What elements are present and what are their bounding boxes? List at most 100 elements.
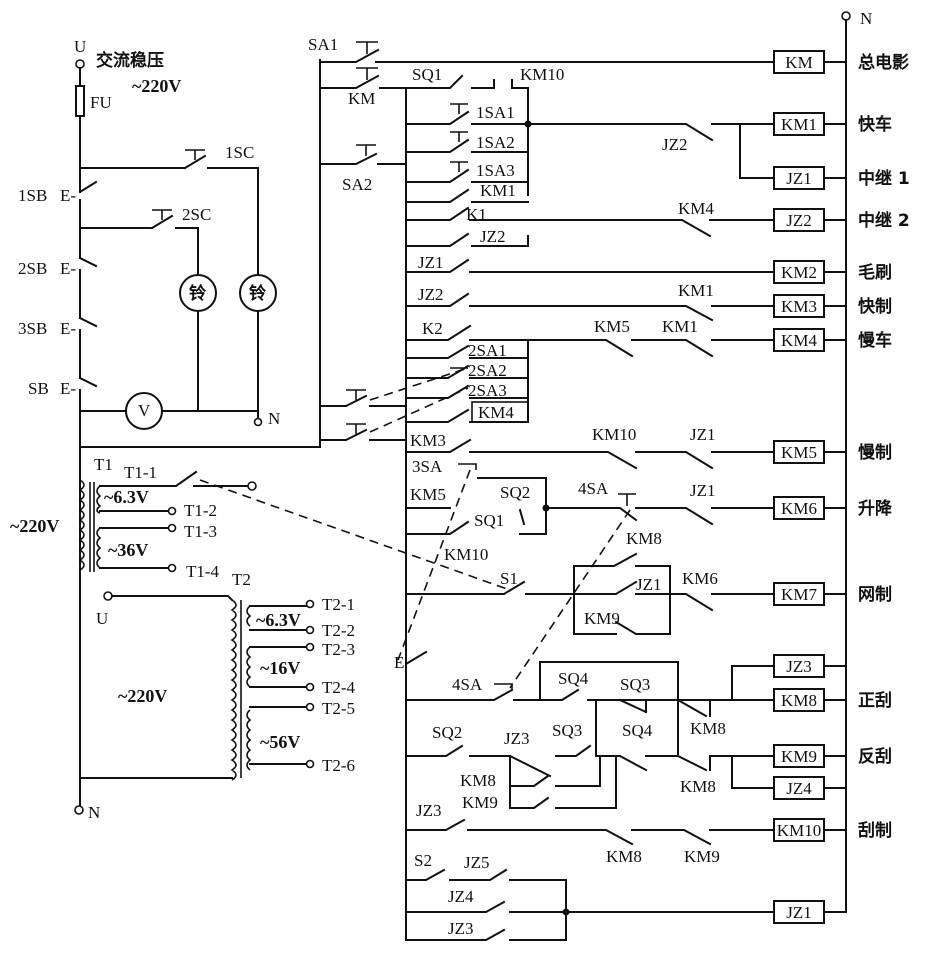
sq2-label-a: SQ2 [500, 483, 530, 502]
coil-function-label: 毛刷 [858, 262, 892, 283]
km1-label-b: KM1 [678, 281, 714, 300]
sc1-label: 1SC [225, 143, 254, 162]
svg-text:E-: E- [60, 186, 76, 205]
bell-label-1: 铃 [189, 283, 206, 304]
t2-secondary-1: ~6.3V [256, 610, 301, 630]
coil-label: KM8 [781, 691, 817, 710]
sa4-label-a: 4SA [578, 479, 609, 498]
s1-label: S1 [500, 569, 518, 588]
sq3-label-b: SQ3 [552, 721, 582, 740]
km8-label-a: KM8 [626, 529, 662, 548]
t2-neutral-label: N [88, 803, 100, 822]
coil-function-label: 快车 [858, 114, 892, 135]
coil-label: KM3 [781, 297, 817, 316]
sa2-label: SA2 [342, 175, 372, 194]
coil-function-label: 升降 [858, 498, 893, 519]
k2-label: K2 [422, 319, 443, 338]
t1-1-terminal [247, 481, 257, 491]
km3-label-a: KM3 [410, 431, 446, 450]
t1-tap-1: T1-1 [124, 463, 157, 482]
t1-secondary-1: ~6.3V [104, 487, 149, 507]
sa2-1-label: 2SA1 [468, 341, 507, 360]
jz3-label-a: JZ3 [504, 729, 530, 748]
neutral-rail-label: N [860, 9, 872, 28]
km-contact-label: KM [348, 89, 375, 108]
transformer-t2: T2 U ~220V N ~6.3V T2-1 T2-2 ~16V T2-3 T… [74, 570, 356, 822]
jz1-label-b: JZ1 [690, 425, 716, 444]
t2-tap-1: T2-1 [322, 595, 355, 614]
sa1-label: SA1 [308, 35, 338, 54]
sa2-2-label: 2SA2 [468, 361, 507, 380]
t2-secondary-3: ~56V [260, 732, 300, 752]
coil-function-label: 中继 1 [858, 168, 910, 189]
jz2-label-a: JZ2 [662, 135, 688, 154]
svg-text:E: E [394, 653, 404, 672]
coil-label: KM1 [781, 115, 817, 134]
jz5-label: JZ5 [464, 853, 490, 872]
coil-label: KM2 [781, 263, 817, 282]
coil-function-label: 中继 2 [858, 210, 910, 231]
voltmeter-label: V [138, 401, 151, 420]
jz1-label-c: JZ1 [690, 481, 716, 500]
coil-label: JZ2 [786, 211, 812, 230]
t2-input-label: U [96, 609, 108, 628]
coil-label: KM9 [781, 747, 817, 766]
sq1-label-a: SQ1 [412, 65, 442, 84]
supply-section: U 交流稳压 ~220V FU 1SC 1SB E- 2SC 2SB E- 3S… [18, 37, 321, 601]
km10-label-a: KM10 [520, 65, 564, 84]
km9-label-a: KM9 [584, 609, 620, 628]
jz3-label-b: JZ3 [416, 801, 442, 820]
sb-label: SB [28, 379, 49, 398]
sa1-1-label: 1SA1 [476, 103, 515, 122]
km8-label-b: KM8 [690, 719, 726, 738]
km9-label-c: KM9 [684, 847, 720, 866]
km4-label-b: KM4 [478, 403, 514, 422]
coil-function-label: 网制 [858, 584, 892, 605]
km9-label-b: KM9 [462, 793, 498, 812]
k1-label: K1 [466, 205, 487, 224]
coil-label: KM6 [781, 499, 817, 518]
neutral-label-left: N [268, 409, 280, 428]
sa1-3-label: 1SA3 [476, 161, 515, 180]
coil-function-label: 反刮 [858, 746, 892, 767]
t1-primary-voltage: ~220V [10, 516, 59, 536]
coil-label: JZ1 [786, 169, 812, 188]
jz2-label-c: JZ2 [418, 285, 444, 304]
sa4-label-b: 4SA [452, 675, 483, 694]
sq1-label-b: SQ1 [474, 511, 504, 530]
sa2-3-label: 2SA3 [468, 381, 507, 400]
neutral-rail: N [841, 9, 872, 911]
km8-label-e: KM8 [606, 847, 642, 866]
t1-tap-4: T1-4 [186, 562, 220, 581]
coil-function-label: 慢制 [858, 442, 892, 463]
sc2-label: 2SC [182, 205, 211, 224]
sq3-label-a: SQ3 [620, 675, 650, 694]
t2-tap-6: T2-6 [322, 756, 355, 775]
svg-text:E-: E- [60, 379, 76, 398]
sa1-2-label: 1SA2 [476, 133, 515, 152]
km5-label-a: KM5 [594, 317, 630, 336]
coil-label: KM [785, 53, 812, 72]
sq4-label-b: SQ4 [622, 721, 653, 740]
phase-label: U [74, 37, 86, 56]
coil-label: JZ3 [786, 657, 812, 676]
jz4-label: JZ4 [448, 887, 474, 906]
s2-label: S2 [414, 851, 432, 870]
t2-tap-3: T2-3 [322, 640, 355, 659]
transformer-t1: T1 ~220V T1-1 ~6.3V T1-2 T1-3 ~36V T1-4 [10, 455, 257, 581]
jz1-label-a: JZ1 [418, 253, 444, 272]
svg-text:E-: E- [60, 319, 76, 338]
km8-label-d: KM8 [460, 771, 496, 790]
svg-text:E-: E- [60, 259, 76, 278]
km6-label-a: KM6 [682, 569, 718, 588]
t1-secondary-2: ~36V [108, 540, 148, 560]
km10-label-c: KM10 [444, 545, 488, 564]
sq2-label-b: SQ2 [432, 723, 462, 742]
phase-terminal [75, 59, 85, 69]
km10-label-b: KM10 [592, 425, 636, 444]
t2-tap-2: T2-2 [322, 621, 355, 640]
km1-label-a: KM1 [480, 181, 516, 200]
coil-label: JZ4 [786, 779, 812, 798]
